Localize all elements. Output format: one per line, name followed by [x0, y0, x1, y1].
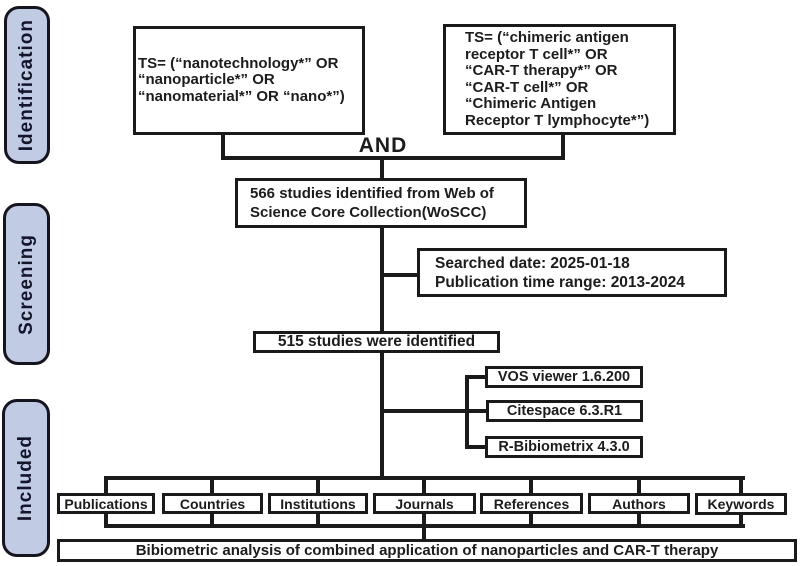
connector-bus-to-conclusion [422, 526, 426, 541]
connector-tool-vos-stub [467, 375, 487, 379]
connector-tick-top-keywords [739, 478, 743, 495]
stage-included: Included [2, 399, 50, 557]
screened-studies-box: 515 studies were identified [253, 331, 500, 353]
connector-left-query-stub [221, 133, 225, 158]
query-box-nanotechnology: TS= (“nanotechnology*” OR “nanoparticle*… [133, 26, 365, 135]
connector-and-bracket [221, 156, 565, 160]
conclusion-box: Bibiometric analysis of combined applica… [57, 539, 797, 562]
category-box-publications: Publications [57, 493, 155, 514]
connector-tool-rbib-stub [467, 445, 487, 449]
stage-screening-label: Screening [15, 233, 37, 335]
identified-studies-box: 566 studies identified from Web of Scien… [235, 178, 527, 228]
connector-tick-bottom-references [529, 512, 533, 527]
connector-tick-top-authors [637, 478, 641, 495]
connector-right-query-stub [561, 133, 565, 158]
connector-search-info-branch [382, 273, 419, 277]
connector-tick-bottom-keywords [739, 512, 743, 527]
connector-tick-bottom-countries [210, 512, 214, 527]
connector-tick-bottom-authors [637, 512, 641, 527]
connector-screened-to-bus [380, 351, 384, 480]
connector-tick-bottom-journals [422, 512, 426, 527]
connector-identified-to-screened [380, 226, 384, 333]
category-box-institutions: Institutions [268, 493, 368, 514]
category-box-authors: Authors [588, 493, 690, 514]
connector-tick-bottom-institutions [316, 512, 320, 527]
category-box-journals: Journals [373, 493, 476, 514]
category-box-references: References [480, 493, 583, 514]
connector-tick-top-institutions [316, 478, 320, 495]
stage-identification: Identification [4, 6, 50, 164]
category-box-countries: Countries [162, 493, 263, 514]
tool-box-citespace: Citespace 6.3.R1 [486, 400, 643, 422]
connector-tick-top-publications [104, 478, 108, 495]
connector-tick-top-references [529, 478, 533, 495]
stage-screening: Screening [3, 203, 50, 365]
search-info-box: Searched date: 2025-01-18 Publication ti… [417, 248, 727, 297]
tool-box-rbibiometrix: R-Bibiometrix 4.3.0 [485, 436, 643, 458]
connector-tick-top-journals [422, 478, 426, 495]
query-box-cart: TS= (“chimeric antigen receptor T cell*”… [443, 24, 676, 135]
stage-included-label: Included [15, 434, 36, 522]
connector-and-to-identified [380, 158, 384, 180]
connector-tools-branch [382, 409, 488, 413]
connector-tick-top-countries [210, 478, 214, 495]
stage-identification-label: Identification [16, 18, 37, 152]
connector-tick-bottom-publications [104, 512, 108, 527]
connector-tools-bracket [465, 375, 469, 449]
tool-box-vosviewer: VOS viewer 1.6.200 [485, 366, 643, 388]
and-operator-label: AND [358, 134, 408, 157]
